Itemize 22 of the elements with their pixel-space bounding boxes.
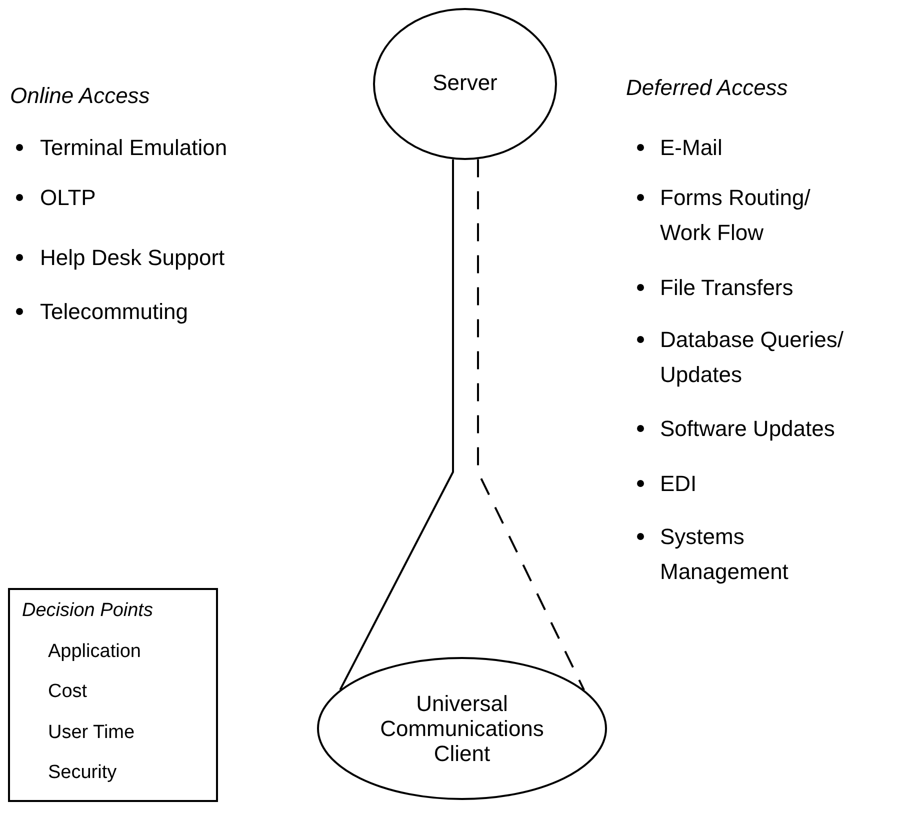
section-heading: Online Access — [10, 82, 150, 110]
list-item: E-Mail — [660, 134, 722, 162]
node-label: Server — [432, 70, 498, 95]
list-item: Forms Routing/ Work Flow — [660, 184, 812, 247]
list-item: EDI — [660, 470, 697, 498]
node-label: Universal Communications Client — [379, 691, 545, 766]
list-item: Cost — [48, 680, 88, 704]
section-heading: Deferred Access — [626, 74, 788, 102]
decision-points-box — [8, 588, 218, 802]
list-item: Software Updates — [660, 415, 835, 443]
box-heading: Decision Points — [22, 599, 153, 623]
connector-line — [339, 159, 454, 690]
list-item: User Time — [48, 720, 135, 744]
list-item: File Transfers — [660, 274, 794, 302]
list-item: Terminal Emulation — [40, 134, 228, 162]
list-item: Security — [48, 761, 117, 785]
list-item: Database Queries/ Updates — [660, 326, 844, 389]
list-item: Systems Management — [660, 523, 790, 586]
list-item: Telecommuting — [40, 298, 188, 326]
list-item: Application — [48, 640, 141, 664]
list-item: OLTP — [40, 184, 96, 212]
list-item: Help Desk Support — [40, 244, 225, 272]
